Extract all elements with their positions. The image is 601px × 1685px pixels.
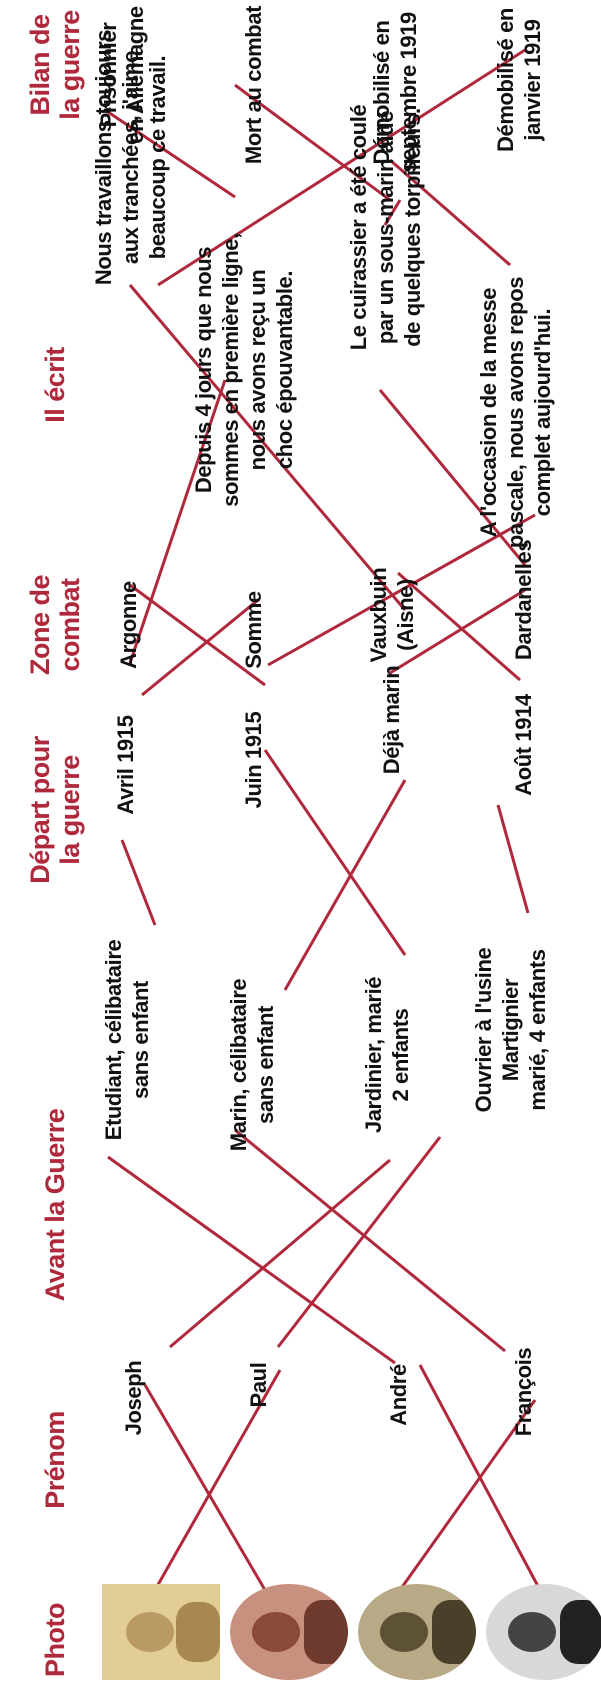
photo-paul (230, 1584, 348, 1680)
ecrit-messe: A l'occasion de la messe pascale, nous a… (476, 276, 555, 549)
link-messe-janvier (389, 158, 511, 267)
link-juin-argonne (129, 583, 266, 687)
portrait-icon (230, 1584, 348, 1680)
link-ouvrier-aout (496, 804, 530, 914)
link-depuis-prisonnier (104, 108, 236, 199)
link-etudiant-avril (120, 839, 157, 926)
link-cuirassier-sept2 (234, 83, 391, 202)
link-francois-marin (234, 1128, 506, 1353)
avant-marin: Marin, célibataire sans enfant (226, 978, 278, 1152)
link-somme-messe (267, 513, 536, 667)
ecrit-premiere-ligne: Depuis 4 jours que nous sommes en premiè… (191, 233, 297, 507)
link-paul-ouvrier (276, 1136, 442, 1348)
header-depart: Départ pour la guerre (25, 736, 85, 884)
avant-etudiant: Etudiant, célibataire sans enfant (101, 939, 153, 1141)
link-cuirassier-sept (383, 199, 402, 226)
link-andre-etudiant (107, 1155, 396, 1365)
portrait-icon (358, 1584, 476, 1680)
prenom-andre: André (386, 1364, 411, 1426)
header-avant: Avant la Guerre (40, 1108, 70, 1302)
prenom-joseph: Joseph (121, 1360, 146, 1436)
zone-somme: Somme (241, 591, 266, 669)
link-vauxbuin-nous (128, 284, 407, 611)
header-prenom: Prénom (40, 1411, 70, 1509)
depart-avril: Avril 1915 (113, 715, 138, 815)
zone-argonne: Argonne (116, 581, 141, 669)
link-dardanelles-cuirassier (378, 389, 527, 566)
link-photo2-joseph (143, 1384, 267, 1591)
link-photo3-francois (398, 1399, 537, 1591)
bilan-janvier: Démobilisé en janvier 1919 (493, 8, 545, 152)
portrait-icon (486, 1584, 601, 1680)
avant-ouvrier: Ouvrier à l'usine Martignier marié, 4 en… (471, 947, 550, 1113)
header-ecrit: Il écrit (40, 347, 70, 423)
link-aout-vauxbuin (397, 571, 521, 682)
bilan-septembre: Démobilisé en septembre 1919 (369, 12, 421, 173)
header-bilan: Bilan de la guerre (25, 10, 85, 120)
link-argonne-depuis (128, 379, 227, 664)
link-nous-mort (157, 48, 526, 287)
portrait-icon (102, 1584, 220, 1680)
link-jardinier-juin (263, 749, 407, 956)
link-marin-deja (283, 779, 407, 991)
prenom-francois: François (511, 1347, 536, 1437)
link-photo4-andre (418, 1364, 542, 1591)
photo-andre (358, 1584, 476, 1680)
link-avril-somme (141, 598, 259, 697)
depart-juin: Juin 1915 (241, 711, 266, 809)
bilan-prisonnier: Prisonnier en Allemagne (96, 6, 148, 144)
header-photo: Photo (40, 1603, 70, 1677)
header-zone: Zone de combat (25, 575, 85, 676)
bilan-mort: Mort au combat (241, 5, 266, 165)
zone-vauxbuin: Vauxbuin (Aisne) (366, 567, 418, 663)
photo-francois (486, 1584, 601, 1680)
link-joseph-jardinier (169, 1158, 391, 1349)
avant-jardinier: Jardinier, marié 2 enfants (361, 976, 413, 1134)
photo-joseph (102, 1584, 220, 1680)
link-deja-dardanelles (389, 588, 526, 675)
prenom-paul: Paul (246, 1362, 271, 1408)
depart-aout: Août 1914 (511, 694, 536, 796)
link-photo1-paul (153, 1369, 282, 1591)
